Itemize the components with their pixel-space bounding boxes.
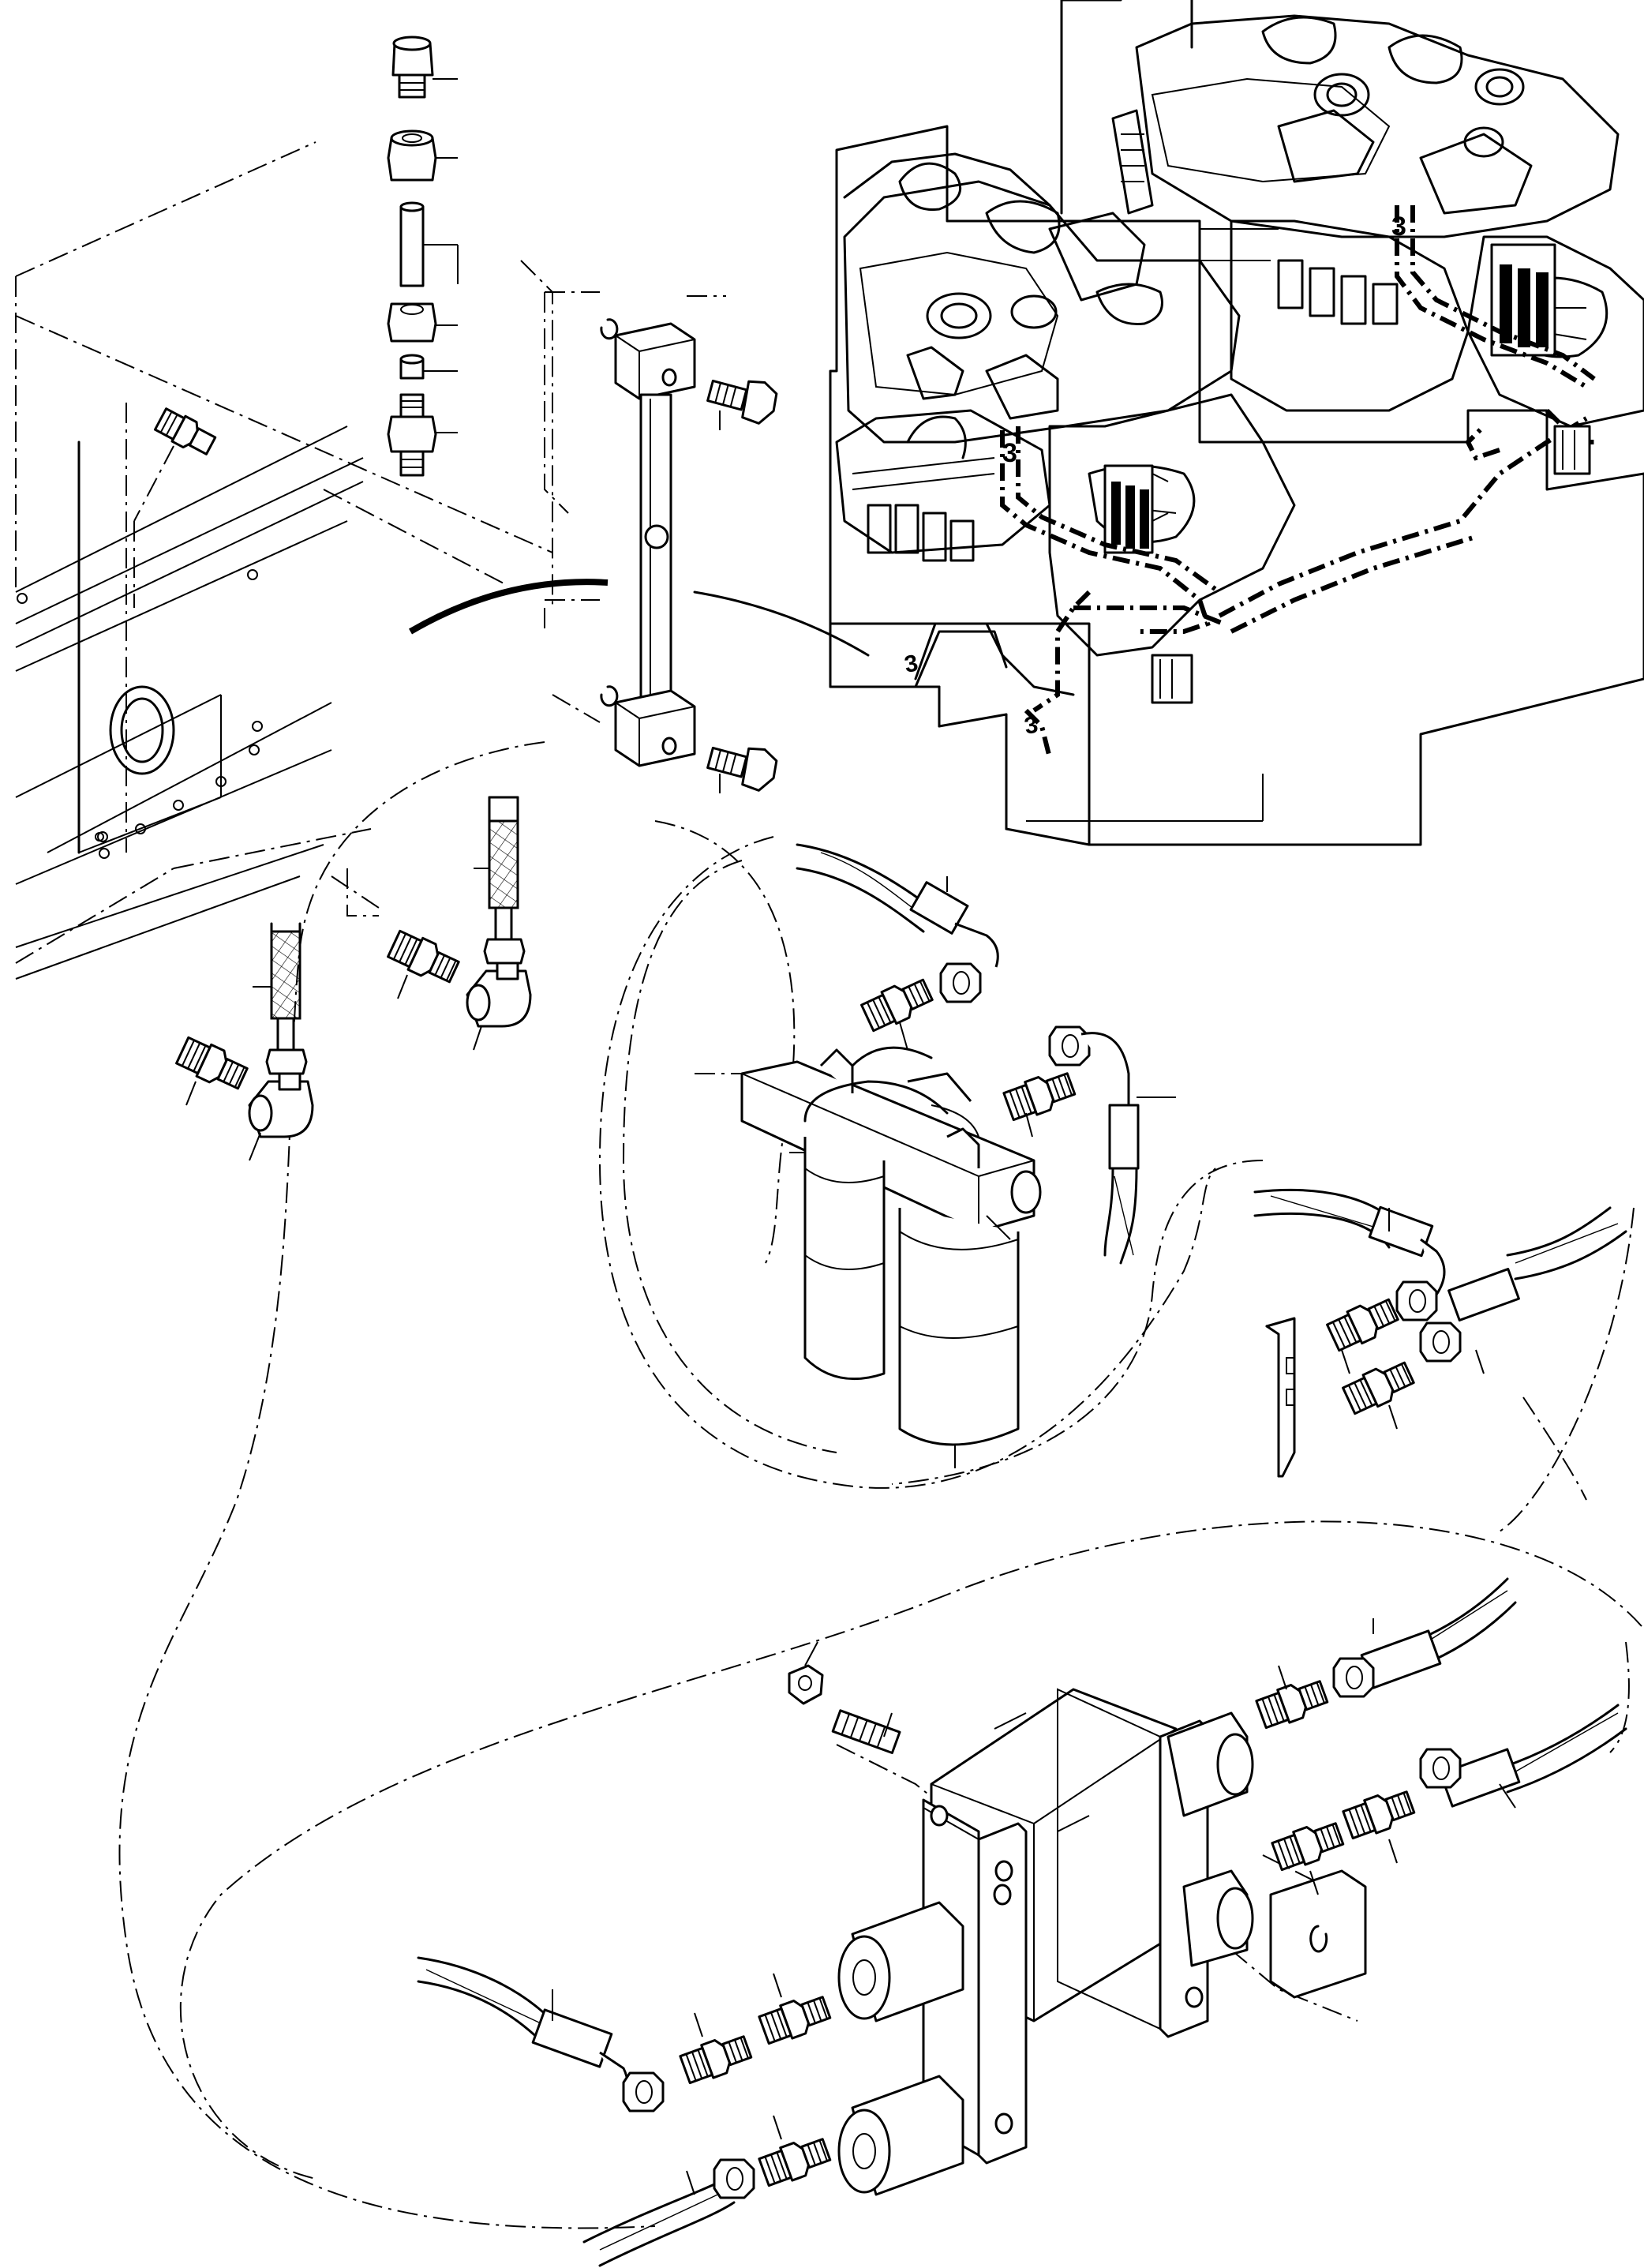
adapter-fitting-icon (174, 927, 463, 1106)
engine-mark-2: 3 (1391, 212, 1406, 242)
twin-spin-on-filter-icon (740, 1046, 1042, 1468)
frame-panel-icon (15, 141, 569, 980)
engine-mark-1: 3 (1002, 438, 1017, 468)
hydraulic-hose-icon (796, 843, 1176, 1265)
routing-centerlines (118, 741, 1642, 2229)
elbow-fitting-icon (248, 962, 532, 1161)
compression-fitting-stack-icon (387, 36, 459, 477)
hydraulic-hose-icon (253, 796, 526, 1075)
banjo-bolt-icon (704, 735, 781, 795)
hydraulic-hose-icon (1253, 1188, 1627, 1430)
plate-heat-exchanger-icon (788, 1641, 1367, 2196)
engine-assembly-icon: 3 3 3 3 (829, 0, 1644, 846)
engine-mark-4: 3 (1022, 711, 1039, 739)
sight-glass-tube-icon (408, 291, 870, 795)
banjo-bolt-icon (704, 368, 781, 428)
mounting-bracket-icon (1265, 1317, 1296, 1478)
hydraulic-hose-icon (417, 1577, 1627, 2267)
engine-mark-3: 3 (902, 650, 919, 677)
